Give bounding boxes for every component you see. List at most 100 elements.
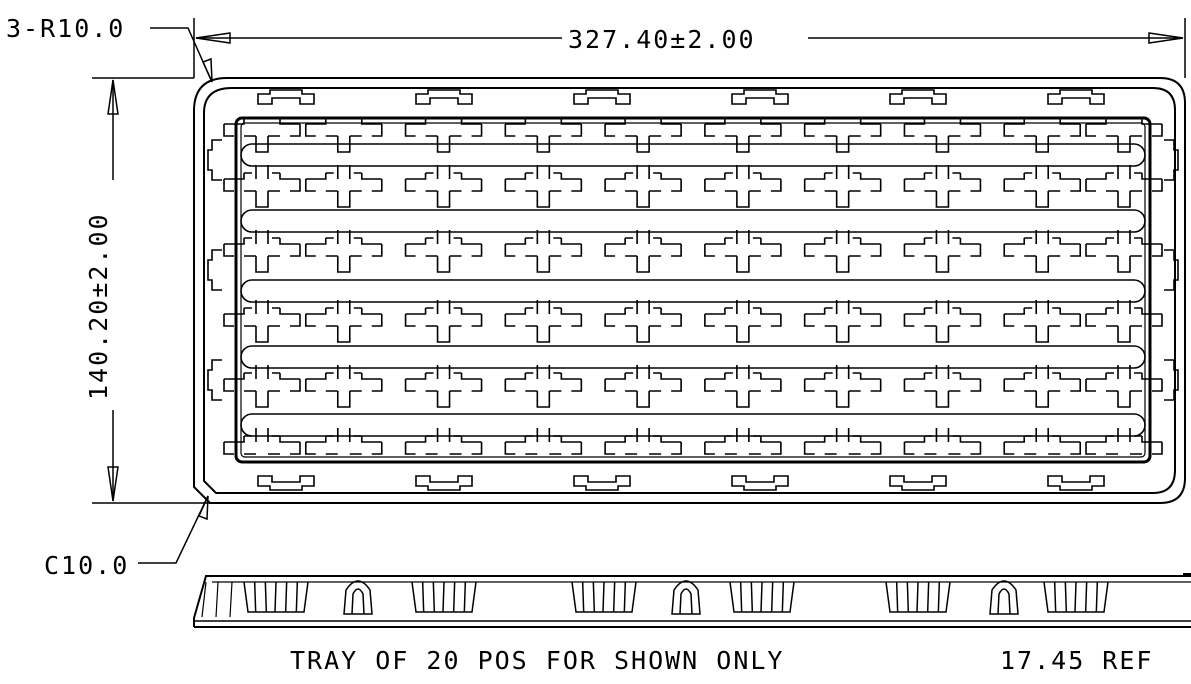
pocket-separator [404,365,483,408]
row-divider-4 [240,345,1146,369]
pocket-separator [604,117,682,153]
pocket-separator [304,165,383,208]
side-arch-inner [679,588,693,615]
pocket-separator [903,365,982,408]
pocket-separator [404,428,483,455]
pocket-separator [504,365,583,408]
radius-leader [150,27,213,83]
side-pocket-rib [623,581,627,613]
pocket-separator [704,230,782,273]
pocket-separator [604,165,682,208]
pocket-separator [903,300,982,343]
pocket-area-inner [240,122,1146,458]
side-pocket-rib [739,581,743,613]
pocket-separator [223,428,301,455]
height-arrow-bottom [107,466,119,502]
side-pocket-rib [274,581,277,613]
pocket-separator [803,300,882,343]
tray-side-view [193,573,1191,628]
pocket-separator [903,165,982,208]
side-view-wall-inner [201,581,207,618]
chamfer-leader [138,495,209,564]
side-view-left-wall [193,575,1191,627]
pocket-separator [504,428,583,455]
pocket-separator [404,117,483,153]
pocket-separator [903,428,982,455]
radius-leader-arrow [201,57,213,83]
pocket-separator [604,428,682,455]
depth-dimension: 17.45 REF [1000,646,1154,675]
pocket-separator [504,230,583,273]
side-pocket-rib [612,581,616,613]
row-divider-5 [240,413,1146,437]
pocket-separator [704,117,782,153]
tray-top-view [193,77,1186,504]
pocket-separator [604,230,682,273]
pocket-separator [1085,428,1163,455]
side-pocket-rib [442,581,445,613]
pocket-separator [803,165,882,208]
dimension-lines [92,18,1186,564]
side-pocket-rib [1095,581,1099,613]
pocket-separator [1085,300,1163,343]
pocket-separator [1003,165,1082,208]
pocket-separator [404,300,483,343]
pocket-separator [704,300,782,343]
pocket-separator [223,300,301,343]
height-arrow-top [107,79,119,115]
side-pocket-rib [1084,581,1088,613]
pocket-separator [704,365,782,408]
pocket-separator [223,365,301,408]
side-pocket-rib [1064,581,1068,613]
pocket-separator [1003,117,1082,153]
width-dimension: 327.40±2.00 [568,25,756,54]
pocket-separator [504,300,583,343]
side-pocket-rib [581,581,585,613]
side-pocket-rib [295,581,299,613]
side-pocket-group [1043,581,1109,613]
pocket-separator [803,230,882,273]
side-pocket-rib [452,581,456,613]
tray-outer-outline [193,77,1186,504]
side-pocket-group [885,581,951,613]
pocket-separator [604,365,682,408]
side-pocket-rib [421,581,425,613]
row-divider-2 [240,209,1146,233]
side-pocket-rib [1053,581,1057,613]
side-pocket-rib [750,581,754,613]
pocket-separator [304,365,383,408]
side-pocket-rib [1074,581,1077,613]
pocket-separator [1085,365,1163,408]
pocket-separator [803,428,882,455]
pocket-separator [1003,230,1082,273]
side-arch [989,580,1019,615]
side-pocket-group [571,581,637,613]
pocket-separator [504,117,583,153]
side-pocket-rib [906,581,910,613]
pocket-separator [704,428,782,455]
pocket-separator [304,117,383,153]
pocket-separator [404,165,483,208]
side-view-pockets [243,580,1109,615]
side-pocket-group [411,581,477,613]
side-pocket-rib [253,581,257,613]
pocket-separator [223,117,301,153]
pocket-separator [304,428,383,455]
side-arch [671,580,701,615]
side-pocket-rib [760,581,763,613]
pocket-separator [1003,428,1082,455]
side-pocket-rib [602,581,605,613]
pocket-separator [1003,300,1082,343]
side-pocket-group [729,581,795,613]
bottom-rim-notches [257,475,1105,491]
pocket-separator [903,117,982,153]
pocket-separator [903,230,982,273]
pocket-separator [1085,230,1163,273]
side-pocket-rib [937,581,941,613]
pocket-separator [1003,365,1082,408]
row-divider-3 [240,279,1146,303]
pocket-separator [704,165,782,208]
pocket-separator [803,117,882,153]
tray-flange-outline [203,87,1176,494]
